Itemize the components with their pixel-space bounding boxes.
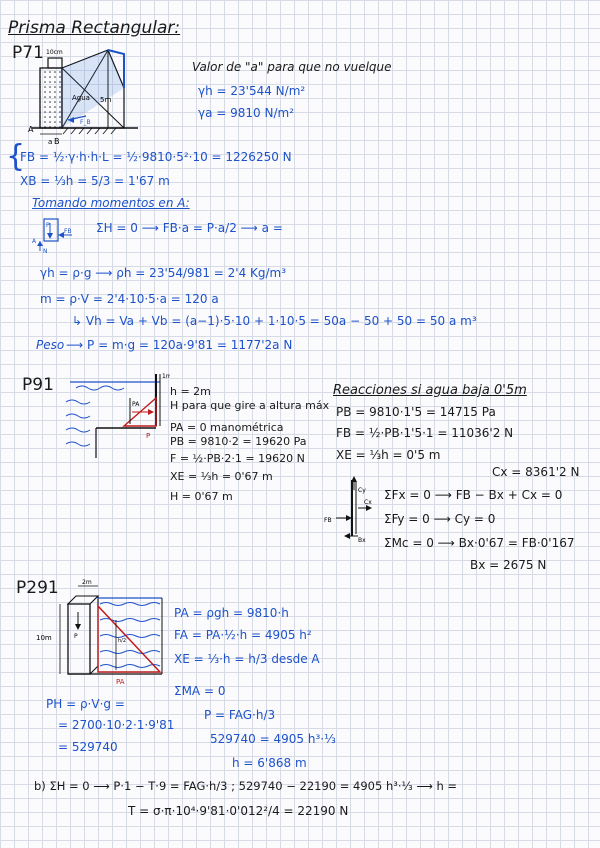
p91-fig-pa: PA — [132, 401, 140, 408]
page-title: Prisma Rectangular: — [8, 18, 181, 38]
p71-fig-top: 10cm — [46, 49, 63, 56]
p71-fb-eq: FB = ½·γ·h·h·L = ½·9810·5²·10 = 1226250 … — [20, 150, 292, 164]
p91-sum-mc: ΣMc = 0 ⟶ Bx·0'67 = FB·0'167 — [384, 536, 575, 550]
p291-p-val: 529740 = 4905 h³·⅓ — [210, 732, 336, 746]
p291-sum-ma: ΣMA = 0 — [174, 684, 226, 698]
p291-fig-h-mid: h/2 — [118, 638, 126, 644]
p71-brace: { — [6, 139, 26, 174]
p71-fig-depth: 5m — [100, 96, 111, 104]
p71-gamma-h: γh = 23'544 N/m² — [198, 84, 306, 98]
p91-label: P91 — [22, 375, 54, 395]
p91-H-eq: H = 0'67 m — [170, 490, 233, 503]
p71-gamma-a: γa = 9810 N/m² — [198, 106, 295, 120]
p91-pb-eq: PB = 9810·2 = 19620 Pa — [170, 435, 307, 448]
p71-moment-eq: ΣH = 0 ⟶ FB·a = P·a/2 ⟶ a = — [96, 221, 283, 235]
p91-rpb: PB = 9810·1'5 = 14715 Pa — [336, 405, 496, 419]
p91-rfb: FB = ½·PB·1'5·1 = 11036'2 N — [336, 426, 514, 440]
p71-fig-agua: Agua — [72, 94, 90, 102]
p291-ph-2: = 2700·10·2·1·9'81 — [58, 718, 175, 732]
p291-ph-1: PH = ρ·V·g = — [46, 697, 125, 711]
p71-fig-a-corner: A — [28, 125, 34, 134]
p71-xb-eq: XB = ⅓h = 5/3 = 1'67 m — [20, 174, 170, 188]
p91-bx-val: Bx = 2675 N — [470, 558, 547, 572]
p291-label: P291 — [16, 578, 59, 598]
p71-weight-label: Peso — [36, 338, 65, 352]
p291-xe-eq: XE = ⅓·h = h/3 desde A — [174, 652, 320, 666]
p91-figure: 1m PA P — [65, 373, 170, 458]
p291-ph-3: = 529740 — [58, 740, 118, 754]
p71-fig-fb: F_B — [80, 119, 91, 126]
p71-figure: 10cm Agua 5m A B a F_B — [28, 49, 138, 146]
p71-m-eq: m = ρ·V = 2'4·10·5·a = 120 a — [40, 292, 219, 306]
p71-v-eq: ↳ Vh = Va + Vb = (a−1)·5·10 + 1·10·5 = 5… — [72, 314, 477, 328]
p91-fbd-bx: Bx — [358, 537, 366, 544]
p291-fa-eq: FA = PA·½·h = 4905 h² — [174, 628, 312, 642]
p91-sum-fx: ΣFx = 0 ⟶ FB − Bx + Cx = 0 — [384, 488, 563, 502]
p291-figure: 2m 10m P PA h/2 — [36, 579, 163, 686]
p91-fig-p: P — [146, 432, 150, 440]
p91-fbd-cx: Cx — [364, 499, 372, 506]
p291-p-eq: P = FAG·h/3 — [204, 708, 276, 722]
p71-goal: Valor de "a" para que no vuelque — [192, 60, 392, 74]
p71-mini-diagram: P FB A N — [32, 218, 72, 255]
p291-b-eq: b) ΣH = 0 ⟶ P·1 − T·9 = FAG·h/3 ; 529740… — [34, 779, 458, 793]
p91-fbd-fb: FB — [324, 517, 332, 524]
p71-weight-eq: ⟶ P = m·g = 120a·9'81 = 1177'2a N — [66, 338, 293, 352]
p91-fbd-cy: Cy — [358, 487, 366, 494]
p71-mini-a: A — [32, 238, 37, 245]
p71-fig-b: B — [54, 137, 60, 146]
p291-h-val: h = 6'868 m — [232, 756, 307, 770]
p91-fbd: Cy Cx FB Bx — [324, 476, 372, 544]
p91-sum-fy: ΣFy = 0 ⟶ Cy = 0 — [384, 512, 496, 526]
p71-mini-fb: FB — [64, 228, 72, 235]
p71-mini-n: N — [43, 248, 48, 255]
p91-cx-val: Cx = 8361'2 N — [492, 465, 580, 479]
p71-mini-p: P — [46, 222, 50, 229]
p291-fig-height: 10m — [36, 634, 52, 642]
p91-pa-zero: PA = 0 manométrica — [170, 421, 284, 434]
p291-fig-p: P — [74, 633, 78, 640]
p71-rho-eq: γh = ρ·g ⟶ ρh = 23'54/981 = 2'4 Kg/m³ — [40, 266, 287, 280]
p91-rxe: XE = ⅓h = 0'5 m — [336, 448, 441, 462]
p291-fig-pa: PA — [116, 678, 125, 686]
p291-fig-width: 2m — [82, 579, 92, 586]
p91-f-eq: F = ½·PB·2·1 = 19620 N — [170, 452, 305, 465]
p291-t-eq: T = σ·π·10⁴·9'81·0'012²/4 = 22190 N — [128, 804, 349, 818]
p91-fig-top: 1m — [162, 373, 170, 380]
p91-reactions-title: Reacciones si agua baja 0'5m — [333, 383, 527, 398]
p71-label: P71 — [12, 43, 44, 63]
p71-fig-a: a — [48, 138, 52, 146]
p91-h-desc: H para que gire a altura máx — [170, 399, 330, 412]
p91-xe-eq: XE = ⅓h = 0'67 m — [170, 470, 273, 483]
p291-pa-eq: PA = ρgh = 9810·h — [174, 606, 289, 620]
p91-h: h = 2m — [170, 385, 211, 398]
p71-moments-title: Tomando momentos en A: — [32, 196, 190, 210]
